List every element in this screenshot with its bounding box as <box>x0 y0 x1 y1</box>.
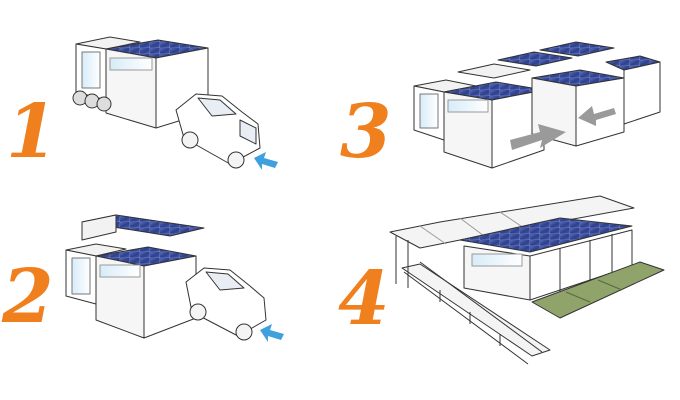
slide-arrow-left <box>578 106 616 126</box>
slide-arrow-right <box>510 124 566 150</box>
step-2-illustration <box>65 214 284 342</box>
step-4-illustration <box>389 195 665 365</box>
step-number-4: 4 <box>338 256 390 342</box>
move-arrow-2 <box>260 324 284 342</box>
step-number-2: 2 <box>2 254 54 340</box>
step-3-illustration <box>413 41 661 169</box>
move-arrow-1 <box>254 152 278 170</box>
step-1-illustration <box>72 36 278 170</box>
step-number-3: 3 <box>340 89 392 175</box>
step-number-1: 1 <box>6 89 58 175</box>
